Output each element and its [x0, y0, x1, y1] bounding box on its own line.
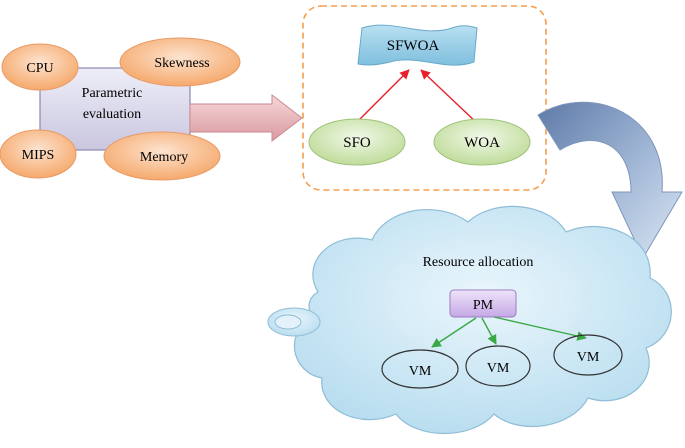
pm-to-vm2-arrow: [481, 317, 497, 345]
sfo-to-sfwoa-arrow: [354, 69, 410, 125]
cloud-puff-inner: [274, 314, 302, 330]
woa-label: WOA: [464, 135, 500, 151]
pm-to-vm1-arrow: [431, 317, 477, 348]
cloud-group: Resource allocation PM VM VM VM: [267, 205, 672, 435]
vm-node-3: [553, 334, 623, 376]
param-mips-label: MIPS: [22, 148, 55, 163]
parametric-label-line2: evaluation: [83, 107, 141, 122]
sfwoa-label: SFWOA: [387, 38, 440, 54]
resource-allocation-label: Resource allocation: [423, 255, 534, 270]
parametric-label-line1: Parametric: [82, 86, 143, 101]
flow-arrow-to-optimizer: [189, 93, 303, 143]
param-skewness-label: Skewness: [154, 56, 209, 71]
vm-node-1: [381, 349, 459, 389]
pm-to-vm3-arrow: [493, 316, 587, 341]
woa-node: [433, 118, 531, 166]
sfo-label: SFO: [343, 135, 371, 151]
param-mips-node: [0, 129, 77, 179]
param-cpu-node: [1, 43, 79, 91]
sfwoa-banner: [357, 24, 478, 66]
parametric-evaluation-group: Parametric evaluation CPU Skewness MIPS …: [0, 37, 241, 181]
optimizer-group: SFWOA SFO WOA: [302, 5, 547, 191]
vm-node-2: [465, 345, 531, 387]
pm-label: PM: [473, 298, 494, 313]
vm-label-3: VM: [577, 350, 600, 365]
vm-label-2: VM: [487, 361, 510, 376]
param-memory-node: [103, 131, 221, 181]
pm-node: [449, 289, 517, 318]
param-skewness-node: [119, 37, 241, 87]
vm-label-1: VM: [409, 364, 432, 379]
woa-to-sfwoa-arrow: [420, 69, 479, 125]
flow-arrow-to-cloud: [537, 101, 683, 260]
optimizer-dashed-container: [302, 5, 547, 191]
sfo-node: [308, 118, 406, 166]
param-cpu-label: CPU: [26, 61, 53, 76]
param-memory-label: Memory: [140, 150, 188, 165]
